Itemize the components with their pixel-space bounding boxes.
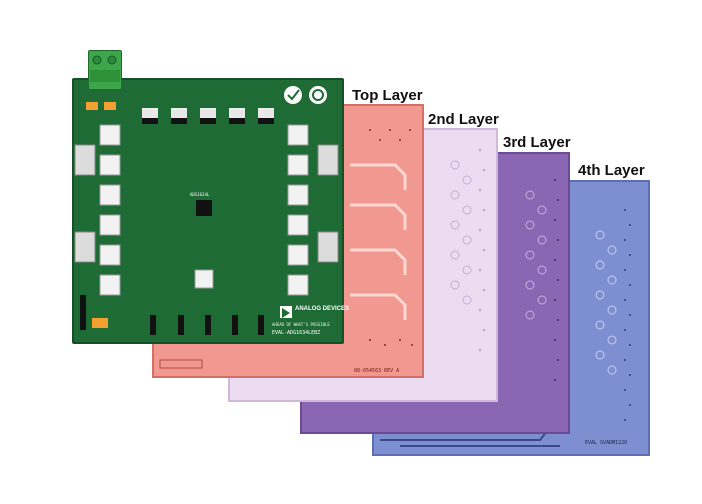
- third-layer-label: 3rd Layer: [503, 134, 571, 151]
- board-logo-text: ANALOG DEVICES: [295, 306, 350, 312]
- fourth-layer-label: 4th Layer: [578, 162, 645, 179]
- second-layer-label: 2nd Layer: [428, 111, 499, 128]
- top-layer-label: Top Layer: [352, 87, 423, 104]
- top-layer-code: 08-054563 REV A: [354, 368, 400, 374]
- board-name-text: EVAL-ADG1634LEBZ: [272, 330, 321, 336]
- fourth-layer-code: EVAL SVADM1220: [585, 440, 628, 446]
- chip-label: ADG1634L: [190, 192, 210, 197]
- board-tagline: AHEAD OF WHAT'S POSSIBLE: [272, 322, 330, 327]
